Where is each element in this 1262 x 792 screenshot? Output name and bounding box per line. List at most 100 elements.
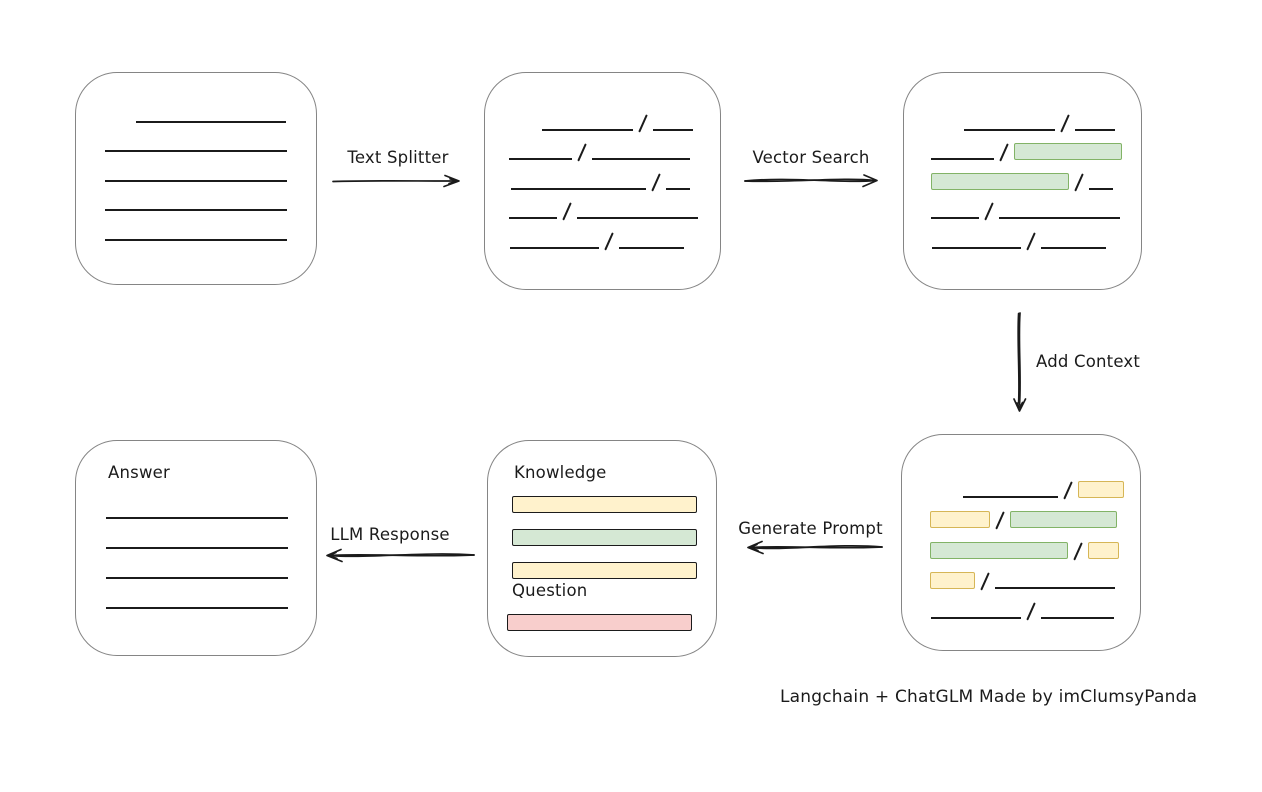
green-chunk-chip — [930, 541, 1068, 559]
matched-chunks-box — [903, 72, 1142, 290]
yellow-chunk-chip — [930, 571, 975, 589]
text-line — [666, 187, 691, 190]
text-line — [1041, 616, 1115, 619]
text-line — [510, 246, 599, 249]
slash-separator — [984, 202, 995, 222]
text-line — [542, 128, 633, 131]
knowledge-bars — [512, 496, 697, 595]
context-chunk-lines — [930, 468, 1140, 621]
yellow-chunk-chip — [930, 511, 990, 529]
answer-label: Answer — [108, 463, 170, 482]
segment-row — [105, 93, 316, 123]
segment-row — [105, 123, 316, 152]
text-line — [619, 246, 685, 249]
text-line — [999, 217, 1121, 220]
segment-row — [930, 528, 1140, 561]
segment-row — [509, 101, 720, 133]
slash-separator — [577, 143, 588, 162]
text-splitter-label: Text Splitter — [347, 148, 449, 167]
slash-separator — [651, 173, 662, 192]
slash-separator — [562, 202, 573, 222]
slash-separator — [604, 232, 615, 251]
text-line — [106, 547, 288, 549]
segment-row — [930, 498, 1140, 531]
slash-separator — [999, 143, 1010, 162]
yellow-chunk-chip — [1088, 541, 1120, 559]
slash-separator — [1026, 232, 1037, 251]
green-chunk-chip — [1010, 511, 1118, 529]
green-bar — [512, 529, 697, 546]
green-chunk-chip — [931, 172, 1069, 190]
red-bar — [507, 614, 692, 631]
text-line — [931, 616, 1021, 619]
text-line — [509, 158, 572, 161]
segment-row — [509, 219, 720, 251]
text-line — [963, 496, 1058, 499]
segment-row — [930, 559, 1140, 591]
matched-chunk-lines — [931, 101, 1141, 251]
text-line — [995, 586, 1116, 589]
answer-lines — [106, 489, 316, 609]
segment-row — [106, 549, 316, 579]
segment-row — [509, 190, 720, 222]
question-label: Question — [512, 581, 588, 600]
slash-separator — [1060, 113, 1071, 133]
slash-separator — [1073, 541, 1084, 561]
segment-row — [931, 190, 1141, 222]
llm-response-arrow-icon — [326, 548, 475, 563]
text-line — [136, 120, 286, 123]
text-line — [106, 607, 288, 609]
vector-search-arrow-icon — [744, 174, 878, 188]
text-line — [577, 217, 699, 220]
segment-row — [931, 131, 1141, 162]
yellow-chunk-chip — [1078, 481, 1125, 499]
slash-separator — [1074, 173, 1085, 192]
answer-box: Answer — [75, 440, 317, 656]
text-line — [1089, 187, 1114, 190]
text-line — [964, 128, 1055, 131]
text-line — [106, 517, 288, 519]
segment-row — [106, 519, 316, 549]
slash-separator — [1026, 602, 1037, 621]
segment-row — [105, 152, 316, 182]
slash-separator — [638, 113, 649, 133]
diagram-caption: Langchain + ChatGLM Made by imClumsyPand… — [780, 687, 1198, 707]
split-chunk-lines — [509, 101, 720, 251]
split-chunks-box — [484, 72, 721, 290]
segment-row — [930, 468, 1140, 500]
segment-row — [106, 579, 316, 609]
llm-response-label: LLM Response — [330, 525, 450, 544]
add-context-label: Add Context — [1036, 352, 1141, 371]
segment-row — [931, 219, 1141, 251]
text-line — [105, 209, 287, 211]
slash-separator — [1063, 481, 1074, 500]
yellow-bar — [512, 562, 697, 579]
text-line — [592, 158, 691, 161]
segment-row — [105, 182, 316, 211]
generate-prompt-arrow-icon — [747, 540, 883, 555]
text-line — [931, 217, 979, 220]
slash-separator — [995, 511, 1006, 531]
segment-row — [930, 589, 1140, 621]
question-bars — [507, 614, 692, 647]
yellow-bar — [512, 496, 697, 513]
document-lines — [105, 93, 316, 241]
green-chunk-chip — [1014, 143, 1123, 161]
text-line — [105, 238, 287, 241]
text-line — [931, 158, 994, 161]
text-line — [932, 246, 1021, 249]
segment-row — [106, 489, 316, 519]
knowledge-label: Knowledge — [514, 463, 607, 482]
segment-row — [931, 160, 1141, 192]
segment-row — [509, 131, 720, 162]
text-line — [509, 217, 557, 220]
add-context-arrow-icon — [1013, 312, 1027, 412]
source-document-box — [75, 72, 317, 285]
text-line — [1075, 128, 1116, 131]
text-line — [105, 179, 287, 182]
text-line — [106, 577, 288, 579]
text-line — [105, 150, 287, 152]
text-splitter-arrow-icon — [332, 174, 460, 188]
segment-row — [509, 160, 720, 192]
